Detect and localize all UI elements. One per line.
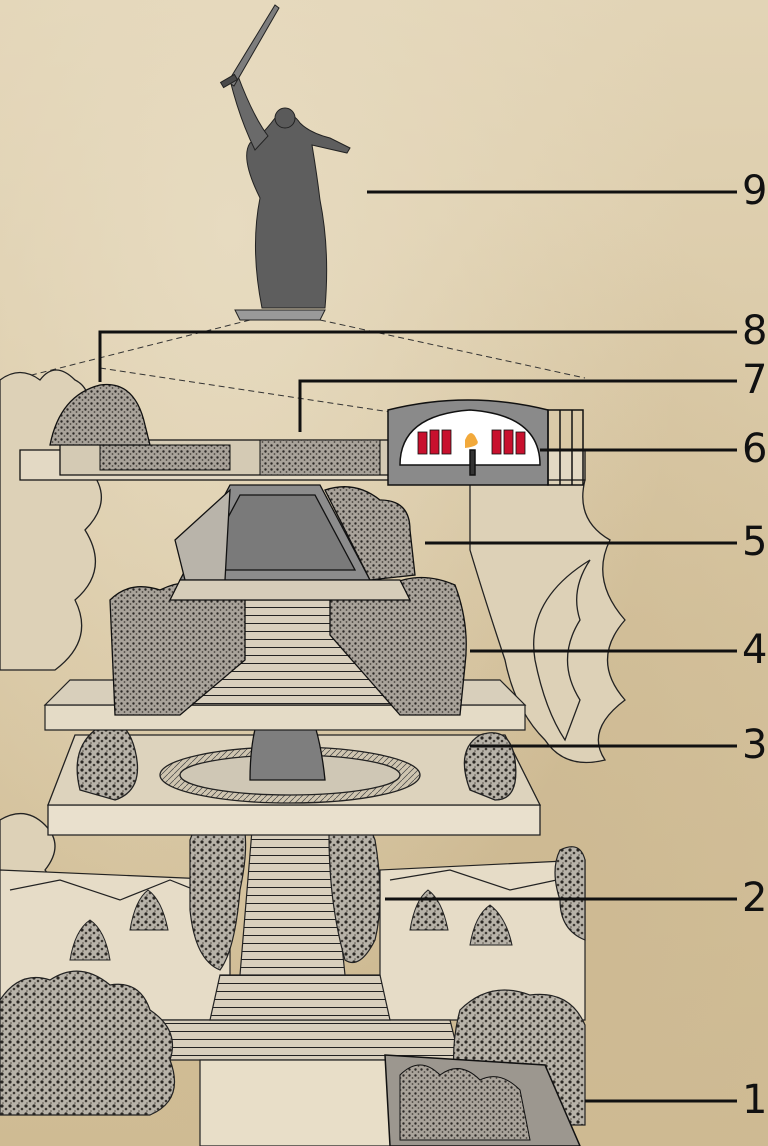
lower-stairs	[139, 974, 461, 1146]
callout-number-3: 3	[742, 722, 768, 768]
hall-of-military-glory	[387, 399, 584, 486]
square-stand-to-death	[47, 664, 542, 836]
ruined-walls	[109, 576, 467, 716]
callout-number-4: 4	[742, 627, 768, 673]
hall-banners	[417, 429, 526, 455]
perspective-lines	[19, 319, 586, 413]
leader-line-7	[298, 379, 737, 432]
callout-number-8: 8	[742, 308, 768, 354]
callout-number-9: 9	[742, 168, 768, 214]
eternal-flame-icon	[465, 433, 478, 448]
callout-number-7: 7	[742, 357, 768, 403]
callout-lines	[98, 190, 737, 1103]
mass-grave-mound	[49, 383, 151, 446]
callout-number-2: 2	[742, 875, 768, 921]
callout-number-5: 5	[742, 519, 768, 565]
heroes-square	[168, 484, 416, 601]
callout-number-1: 1	[742, 1077, 768, 1123]
entrance-relief	[384, 1054, 581, 1146]
callout-number-6: 6	[742, 426, 768, 472]
hill-shrubs	[69, 889, 513, 961]
leader-line-8	[98, 330, 737, 382]
square-of-sorrow	[99, 439, 381, 476]
motherland-calls-statue	[219, 4, 351, 321]
